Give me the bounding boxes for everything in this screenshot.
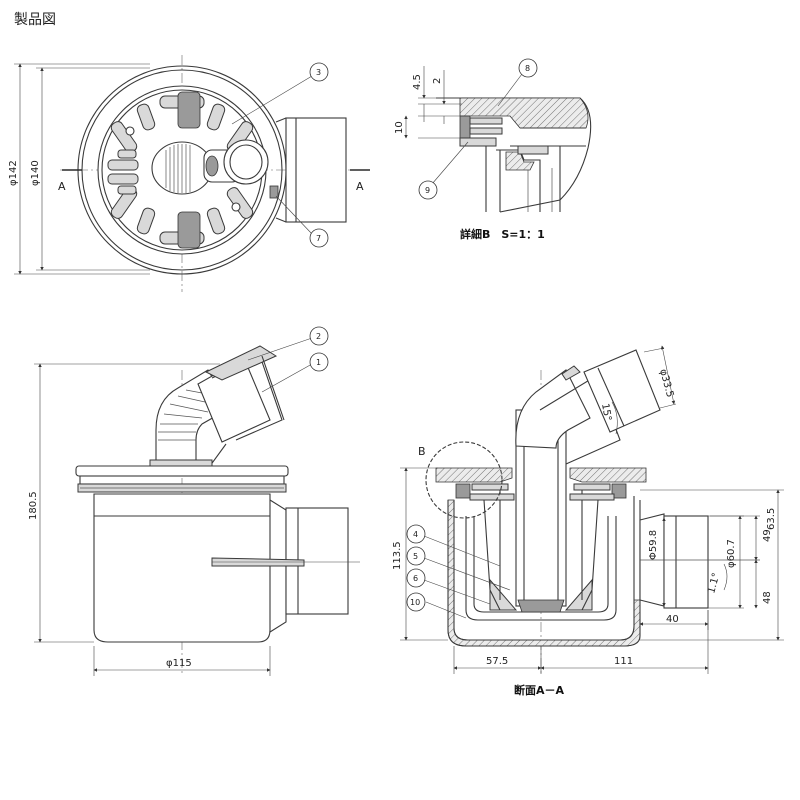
detail-dim-4-5: 4.5: [412, 74, 423, 90]
page-title: 製品図: [14, 12, 56, 28]
dim-40: 40: [666, 614, 679, 625]
balloon-2: 2: [316, 332, 321, 341]
balloon-5: 5: [413, 552, 418, 561]
dim-63-5: 63.5: [766, 508, 777, 530]
dim-outlet-outer: φ60.7: [726, 539, 737, 568]
dim-113-5: 113.5: [392, 541, 403, 570]
side-view: 180.5 φ115 2 1: [28, 326, 360, 676]
top-view: A A φ142 φ140 3 7: [8, 55, 370, 292]
balloon-9: 9: [425, 186, 430, 195]
section-mark-right: A: [356, 180, 364, 193]
detail-b-view: 4.5 2 10 8 9 詳細B S=1：1: [394, 58, 592, 241]
detail-dim-2: 2: [432, 78, 443, 84]
dim-outer-diameter: φ142: [8, 160, 19, 186]
detail-b-caption: 詳細B S=1：1: [460, 227, 545, 241]
dim-angle-top: 15°: [599, 403, 613, 422]
section-caption: 断面A－A: [514, 683, 565, 697]
balloon-3: 3: [316, 68, 321, 77]
dim-49: 49: [762, 529, 773, 542]
dim-top-pipe-diameter: φ33.5: [657, 368, 675, 399]
balloon-7: 7: [316, 234, 321, 243]
dim-angle-outlet: 1.1°: [706, 572, 722, 595]
dim-outlet-inner: Φ59.8: [648, 530, 659, 560]
detail-dim-10: 10: [394, 121, 405, 134]
dim-111: 111: [614, 656, 633, 667]
dim-body-diameter: φ115: [166, 658, 192, 669]
detail-b-marker: B: [418, 445, 426, 458]
balloon-8: 8: [525, 64, 530, 73]
balloon-6: 6: [413, 574, 418, 583]
dim-48: 48: [762, 591, 773, 604]
balloon-10: 10: [410, 598, 420, 607]
dim-inner-diameter: φ140: [30, 160, 41, 186]
dim-57-5: 57.5: [486, 656, 508, 667]
section-mark-left: A: [58, 180, 66, 193]
section-a-a-view: B φ33.5 15° Φ59.8 φ60.7 1.1° 63.5 49 48 …: [392, 345, 784, 697]
balloon-4: 4: [413, 530, 418, 539]
dim-total-height: 180.5: [28, 491, 39, 520]
balloon-1: 1: [316, 358, 321, 367]
